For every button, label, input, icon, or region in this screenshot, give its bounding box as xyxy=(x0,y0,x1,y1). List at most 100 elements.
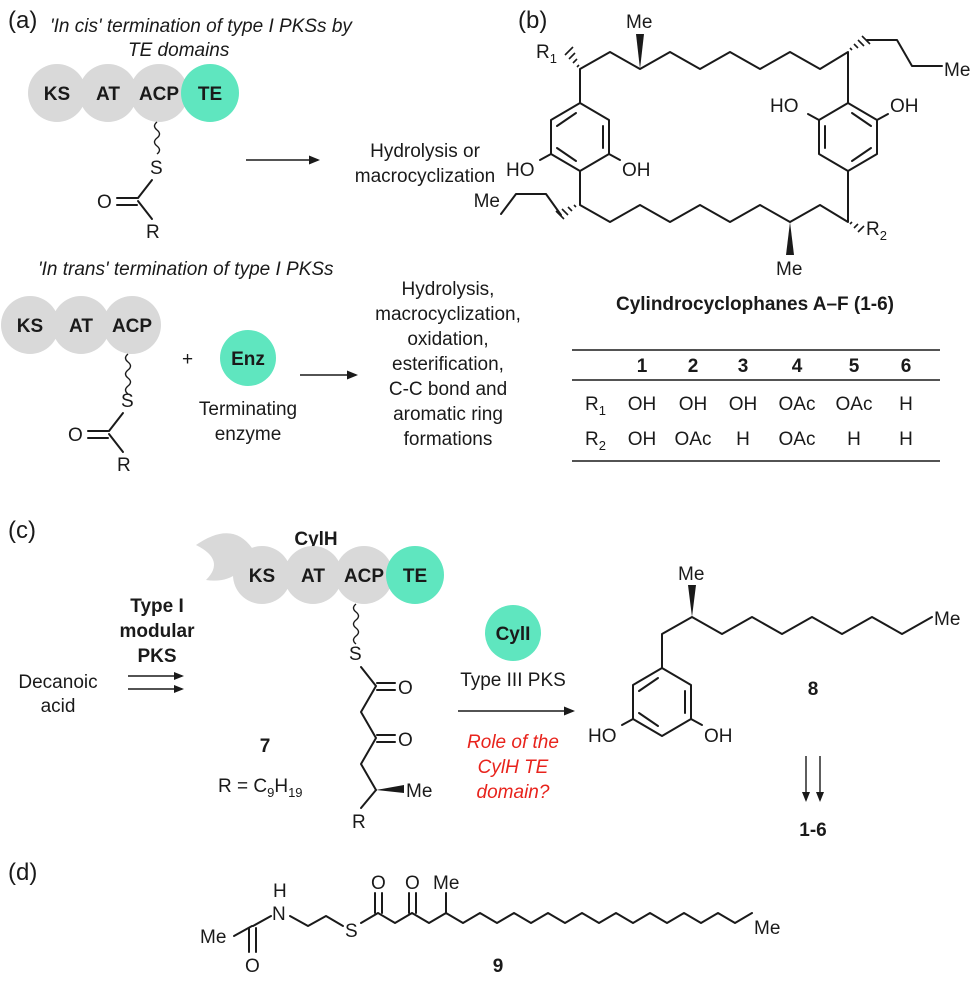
table-r2-c5: H xyxy=(847,429,861,450)
substituent-table: 1 2 3 4 5 6 R1 OH OH OH OAc OAc H R2 OH … xyxy=(572,349,940,462)
compound-8-oh: OH xyxy=(704,726,733,747)
bottom-me-label: Me xyxy=(776,259,802,280)
trans-outcome-line6: aromatic ring xyxy=(393,404,503,425)
panel-label-c: (c) xyxy=(8,517,36,544)
cis-pks-module: KS AT ACP TE xyxy=(28,64,239,122)
table-col-5: 5 xyxy=(849,356,860,377)
amide-nitrogen: N xyxy=(272,904,286,925)
plus-sign: + xyxy=(182,349,193,370)
cis-wavy-bond xyxy=(153,121,161,155)
cylh-ks-label: KS xyxy=(249,566,275,587)
trans-outcome-line2: macrocyclization, xyxy=(375,304,521,325)
table-row2-label: R2 xyxy=(585,429,606,453)
cis-title-line2: TE domains xyxy=(128,40,230,61)
trans-at-domain xyxy=(52,296,110,354)
compound-8-me-wedge xyxy=(688,585,696,617)
cis-acp-domain xyxy=(130,64,188,122)
table-r1-c4: OAc xyxy=(779,394,816,415)
cis-ks-label: KS xyxy=(44,84,70,105)
r1-label: R1 xyxy=(536,42,557,66)
panel-a-in-trans: 'In trans' termination of type I PKSs KS… xyxy=(1,259,521,476)
int7-me-wedge xyxy=(376,785,404,793)
trans-oxygen-atom: O xyxy=(68,425,83,446)
cis-outcome-line1: Hydrolysis or xyxy=(370,141,480,162)
question-line1: Role of the xyxy=(467,732,559,753)
trans-title: 'In trans' termination of type I PKSs xyxy=(38,259,334,280)
cis-s-c-bond xyxy=(137,179,153,199)
r2-label: R2 xyxy=(866,219,887,243)
panel-a-in-cis: 'In cis' termination of type I PKSs by T… xyxy=(28,16,495,243)
int7-r-group: R xyxy=(352,812,366,833)
table-r2-c3: H xyxy=(736,429,750,450)
question-line3: domain? xyxy=(477,782,550,803)
int7-oxygen-2: O xyxy=(398,730,413,751)
top-butyl-hash xyxy=(849,35,871,51)
amide-oxygen: O xyxy=(245,956,260,977)
cis-arrow xyxy=(246,155,320,165)
top-bridge-chain xyxy=(579,51,849,104)
cis-sulfur-atom: S xyxy=(150,158,163,179)
trans-outcome-line1: Hydrolysis, xyxy=(402,279,495,300)
panel-c: CylH KS AT ACP TE S O O Me R 7 R = C9H19… xyxy=(18,529,960,841)
compound-8-label: 8 xyxy=(808,679,819,700)
ketone-oxygen: O xyxy=(405,873,420,894)
thioester-oxygen: O xyxy=(371,873,386,894)
compound-8-ring xyxy=(632,667,692,737)
decanoic-acid-line1: Decanoic xyxy=(18,672,97,693)
table-r1-c2: OH xyxy=(679,394,708,415)
table-r1-c1: OH xyxy=(628,394,657,415)
cis-title-line1: 'In cis' termination of type I PKSs by xyxy=(50,16,353,37)
table-r2-c6: H xyxy=(899,429,913,450)
cylh-acp-label: ACP xyxy=(344,566,384,587)
cylindrocyclophane-caption: Cylindrocyclophanes A–F (1-6) xyxy=(616,294,894,315)
multistep-arrow-2 xyxy=(802,756,824,802)
r1-hashed-bond xyxy=(564,46,580,68)
decanoic-acid-line2: acid xyxy=(41,696,76,717)
trans-acp-domain xyxy=(103,296,161,354)
panel-label-d: (d) xyxy=(8,859,37,886)
cylh-te-label: TE xyxy=(403,566,427,587)
trans-outcome-line4: esterification, xyxy=(392,354,504,375)
table-col-1: 1 xyxy=(637,356,648,377)
cylh-at-label: AT xyxy=(301,566,325,587)
linker-chain xyxy=(289,915,344,927)
trans-pks-module: KS AT ACP xyxy=(1,296,161,354)
cylh-title: CylH xyxy=(294,529,337,550)
cis-acp-label: ACP xyxy=(139,84,179,105)
trans-ks-label: KS xyxy=(17,316,43,337)
compound-8-chain xyxy=(661,616,933,669)
int7-me: Me xyxy=(406,781,432,802)
compound-9-structure: Me O N H S O O Me Me xyxy=(200,873,780,977)
top-butyl-chain xyxy=(866,39,943,67)
cylindrocyclophane-structure: HO OH HO OH R1 Me Me xyxy=(474,12,971,280)
trans-sulfur-atom: S xyxy=(121,391,134,412)
table-col-6: 6 xyxy=(901,356,912,377)
right-ring-oh: OH xyxy=(890,96,919,117)
trans-ks-domain xyxy=(1,296,59,354)
compound-8-ho: HO xyxy=(588,726,617,747)
table-col-4: 4 xyxy=(792,356,803,377)
amide-hydrogen: H xyxy=(273,881,287,902)
cis-te-domain xyxy=(181,64,239,122)
trans-arrow xyxy=(300,370,358,380)
cis-r-group: R xyxy=(146,222,160,243)
trans-acp-label: ACP xyxy=(112,316,152,337)
enzyme-caption-line2: enzyme xyxy=(215,424,282,445)
cylh-ks-domain xyxy=(233,546,291,604)
int7-sulfur: S xyxy=(349,644,362,665)
compound-8-me-end: Me xyxy=(934,609,960,630)
cis-oxygen-atom: O xyxy=(97,192,112,213)
cis-at-domain xyxy=(79,64,137,122)
cis-at-label: AT xyxy=(96,84,120,105)
left-aromatic-ring xyxy=(550,102,610,172)
cylh-acp-domain xyxy=(335,546,393,604)
thioester-sulfur: S xyxy=(345,921,358,942)
r-definition: R = C9H19 xyxy=(218,776,303,800)
table-r2-c1: OH xyxy=(628,429,657,450)
left-ring-ho: HO xyxy=(506,160,535,181)
trans-s-c-bond xyxy=(108,412,124,432)
enz-circle xyxy=(220,330,276,386)
table-r2-c4: OAc xyxy=(779,429,816,450)
panel-label-b: (b) xyxy=(518,7,547,34)
